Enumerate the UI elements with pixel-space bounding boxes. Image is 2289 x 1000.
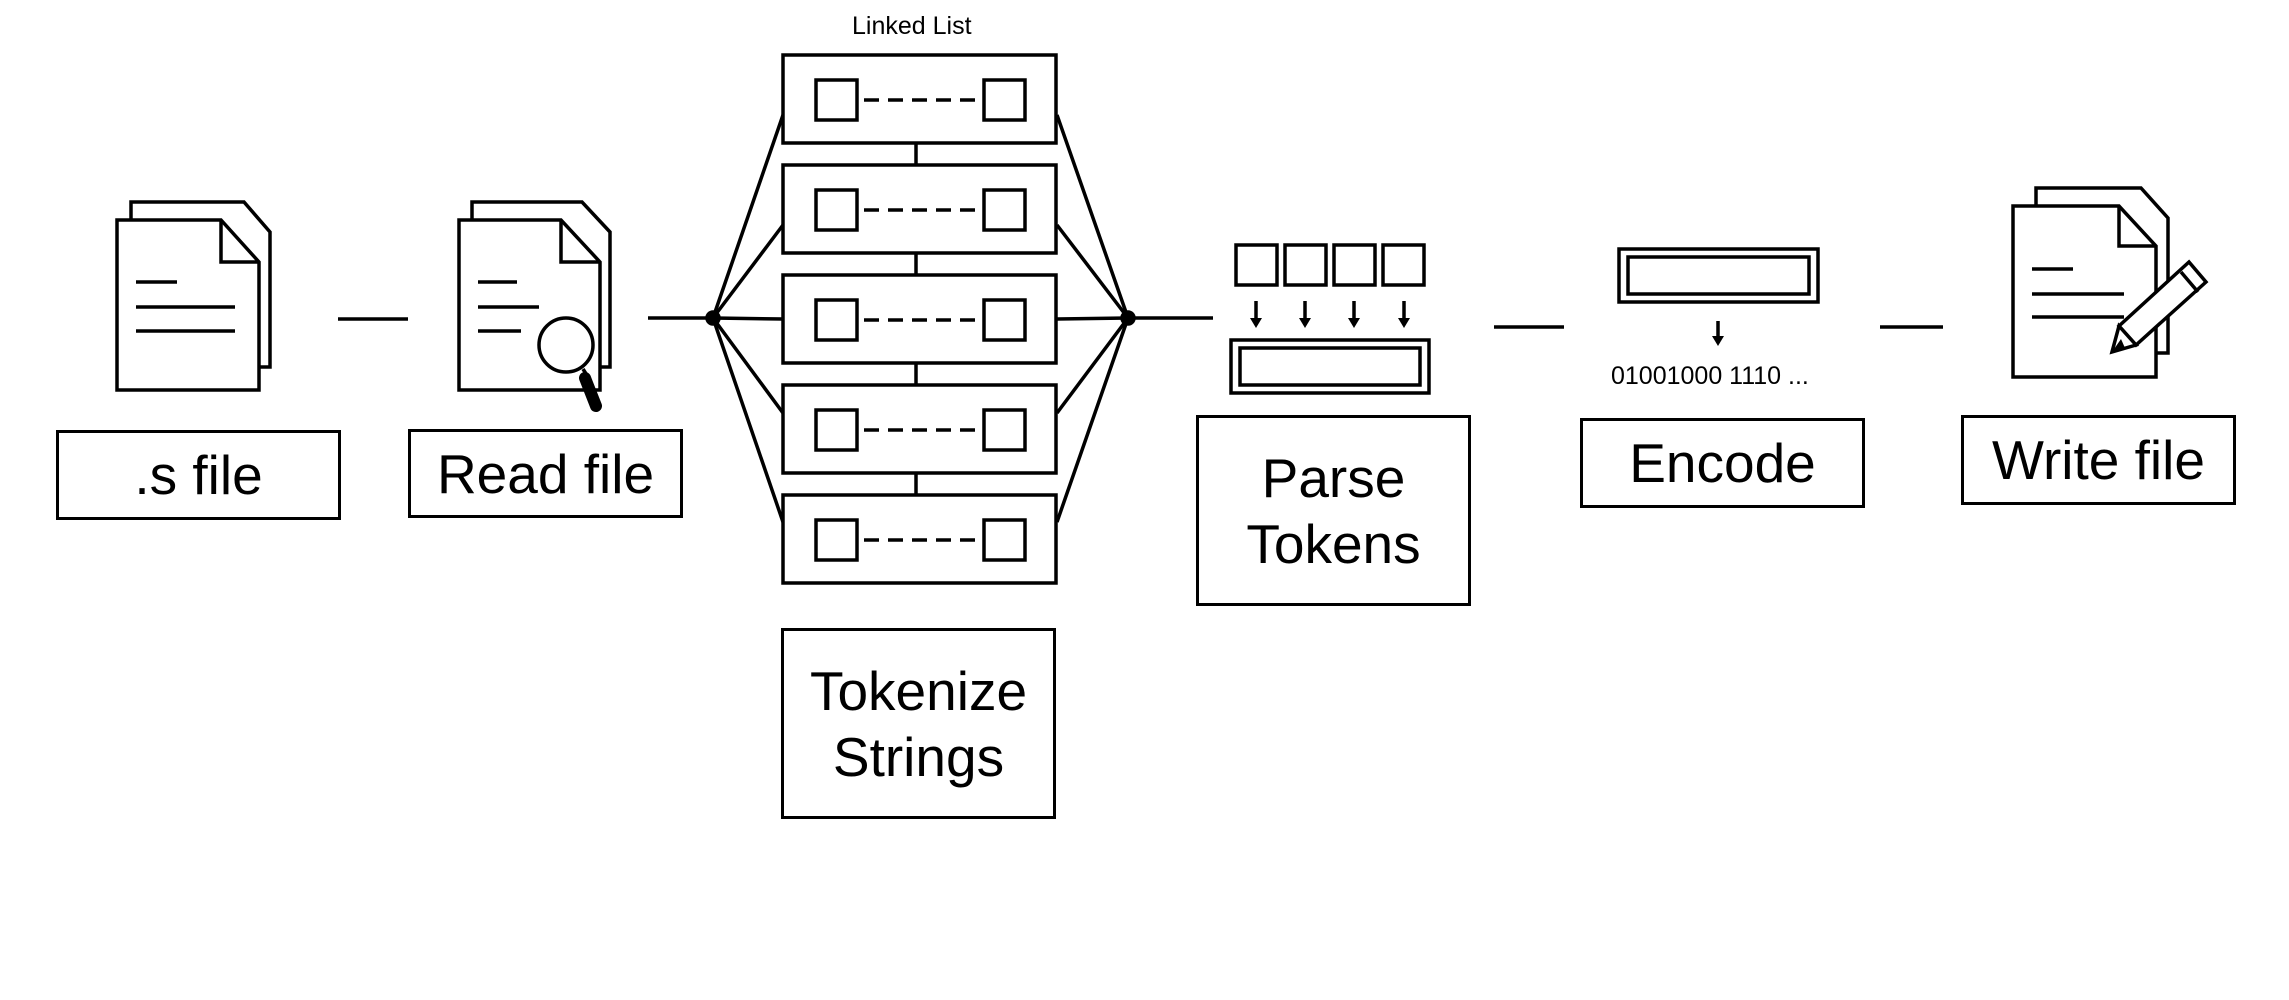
connectors	[338, 316, 1943, 329]
stage-parse: Parse Tokens	[1196, 415, 1471, 606]
stage-encode-label: Encode	[1629, 432, 1816, 494]
document-stack-icon	[115, 200, 272, 392]
stage-parse-label: Parse Tokens	[1246, 446, 1421, 575]
linked-list-title: Linked List	[852, 12, 972, 40]
stage-read-file-label: Read file	[436, 442, 655, 505]
document-edit-icon	[2011, 186, 2209, 379]
fan-in-line	[712, 316, 784, 321]
fan-out-line	[1056, 316, 1129, 321]
stage-encode: Encode	[1580, 418, 1865, 508]
stage-source-file-label: .s file	[134, 444, 263, 506]
document-search-icon	[457, 200, 612, 412]
stage-read-file: Read file	[408, 429, 683, 518]
stage-source-file: .s file	[56, 430, 341, 520]
fan-out-line	[1055, 317, 1130, 523]
linked-list-icon	[705, 53, 1136, 585]
stage-tokenize-label: Tokenize Strings	[809, 659, 1028, 788]
fan-in-line	[711, 223, 785, 320]
stage-write-file: Write file	[1961, 415, 2236, 505]
fan-out-line	[1055, 114, 1130, 319]
fan-out-node	[1120, 310, 1136, 326]
stage-write-file-label: Write file	[1992, 429, 2205, 491]
list-node	[781, 383, 1058, 475]
binary-bar-icon	[1617, 247, 1820, 346]
fan-out-line	[1055, 316, 1130, 415]
list-node	[781, 273, 1058, 365]
fan-in-node	[705, 310, 721, 326]
fan-in-line	[711, 114, 785, 319]
binary-sample-text: 01001000 1110 ...	[1611, 362, 1809, 390]
fan-out-line	[1055, 223, 1130, 320]
list-node	[781, 493, 1058, 585]
stage-tokenize: Tokenize Strings	[781, 628, 1056, 819]
list-node	[781, 163, 1058, 255]
fan-in-line	[711, 316, 785, 415]
list-node	[781, 53, 1058, 145]
fan-in-line	[711, 317, 785, 523]
token-boxes-icon	[1229, 243, 1431, 395]
